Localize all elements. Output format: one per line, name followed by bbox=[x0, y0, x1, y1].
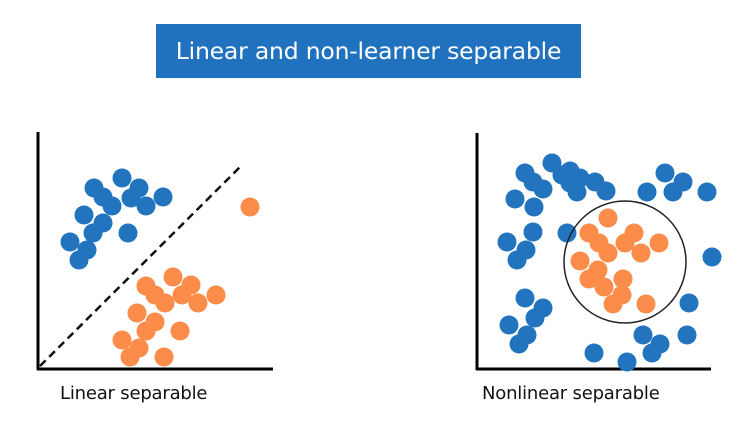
left-orange-points bbox=[112, 197, 260, 367]
right-blue-points bbox=[497, 153, 722, 372]
circular-decision-boundary bbox=[563, 200, 687, 324]
orange-data-point bbox=[570, 251, 590, 271]
orange-data-point bbox=[206, 285, 226, 305]
orange-data-point bbox=[136, 321, 156, 341]
orange-data-point bbox=[579, 269, 599, 289]
orange-data-point bbox=[613, 269, 633, 289]
blue-data-point bbox=[509, 334, 529, 354]
orange-data-point bbox=[163, 267, 183, 287]
orange-data-point bbox=[155, 293, 175, 313]
blue-data-point bbox=[515, 288, 535, 308]
blue-data-point bbox=[153, 187, 173, 207]
orange-data-point bbox=[120, 347, 140, 367]
orange-data-point bbox=[112, 330, 132, 350]
blue-data-point bbox=[633, 325, 653, 345]
orange-data-point bbox=[598, 208, 618, 228]
blue-data-point bbox=[60, 232, 80, 252]
blue-data-point bbox=[523, 222, 543, 242]
title-banner: Linear and non-learner separable bbox=[156, 24, 581, 78]
blue-data-point bbox=[136, 196, 156, 216]
blue-data-point bbox=[697, 182, 717, 202]
blue-data-point bbox=[584, 343, 604, 363]
blue-data-point bbox=[112, 168, 132, 188]
orange-data-point bbox=[188, 293, 208, 313]
nonlinear-panel bbox=[475, 133, 722, 372]
orange-data-point bbox=[603, 294, 623, 314]
blue-data-point bbox=[118, 223, 138, 243]
title-text: Linear and non-learner separable bbox=[175, 37, 562, 65]
orange-data-point bbox=[127, 303, 147, 323]
blue-data-point bbox=[121, 188, 141, 208]
orange-data-point bbox=[598, 243, 618, 263]
orange-data-point bbox=[170, 321, 190, 341]
blue-data-point bbox=[499, 315, 519, 335]
blue-data-point bbox=[69, 250, 89, 270]
orange-data-point bbox=[615, 233, 635, 253]
blue-data-point bbox=[507, 250, 527, 270]
blue-data-point bbox=[677, 325, 697, 345]
blue-data-point bbox=[637, 182, 657, 202]
blue-data-point bbox=[524, 197, 544, 217]
orange-data-point bbox=[172, 285, 192, 305]
blue-data-point bbox=[505, 189, 525, 209]
blue-data-point bbox=[557, 223, 577, 243]
nonlinear-caption: Nonlinear separable bbox=[482, 383, 660, 404]
orange-data-point bbox=[636, 294, 656, 314]
orange-data-point bbox=[631, 243, 651, 263]
blue-data-point bbox=[83, 223, 103, 243]
blue-data-point bbox=[497, 232, 517, 252]
orange-data-point bbox=[649, 233, 669, 253]
left-blue-points bbox=[60, 168, 173, 270]
blue-data-point bbox=[533, 179, 553, 199]
blue-data-point bbox=[617, 352, 637, 372]
orange-data-point bbox=[594, 277, 614, 297]
blue-data-point bbox=[679, 293, 699, 313]
blue-data-point bbox=[702, 247, 722, 267]
blue-data-point bbox=[525, 308, 545, 328]
blue-data-point bbox=[102, 196, 122, 216]
blue-data-point bbox=[74, 205, 94, 225]
right-orange-points bbox=[570, 208, 669, 314]
blue-data-point bbox=[655, 163, 675, 183]
orange-data-point bbox=[240, 197, 260, 217]
blue-data-point bbox=[663, 182, 683, 202]
orange-data-point bbox=[154, 347, 174, 367]
blue-data-point bbox=[567, 182, 587, 202]
blue-data-point bbox=[642, 343, 662, 363]
blue-data-point bbox=[596, 181, 616, 201]
linear-panel bbox=[36, 132, 273, 371]
linear-decision-boundary bbox=[39, 165, 242, 367]
linear-caption: Linear separable bbox=[60, 383, 208, 404]
